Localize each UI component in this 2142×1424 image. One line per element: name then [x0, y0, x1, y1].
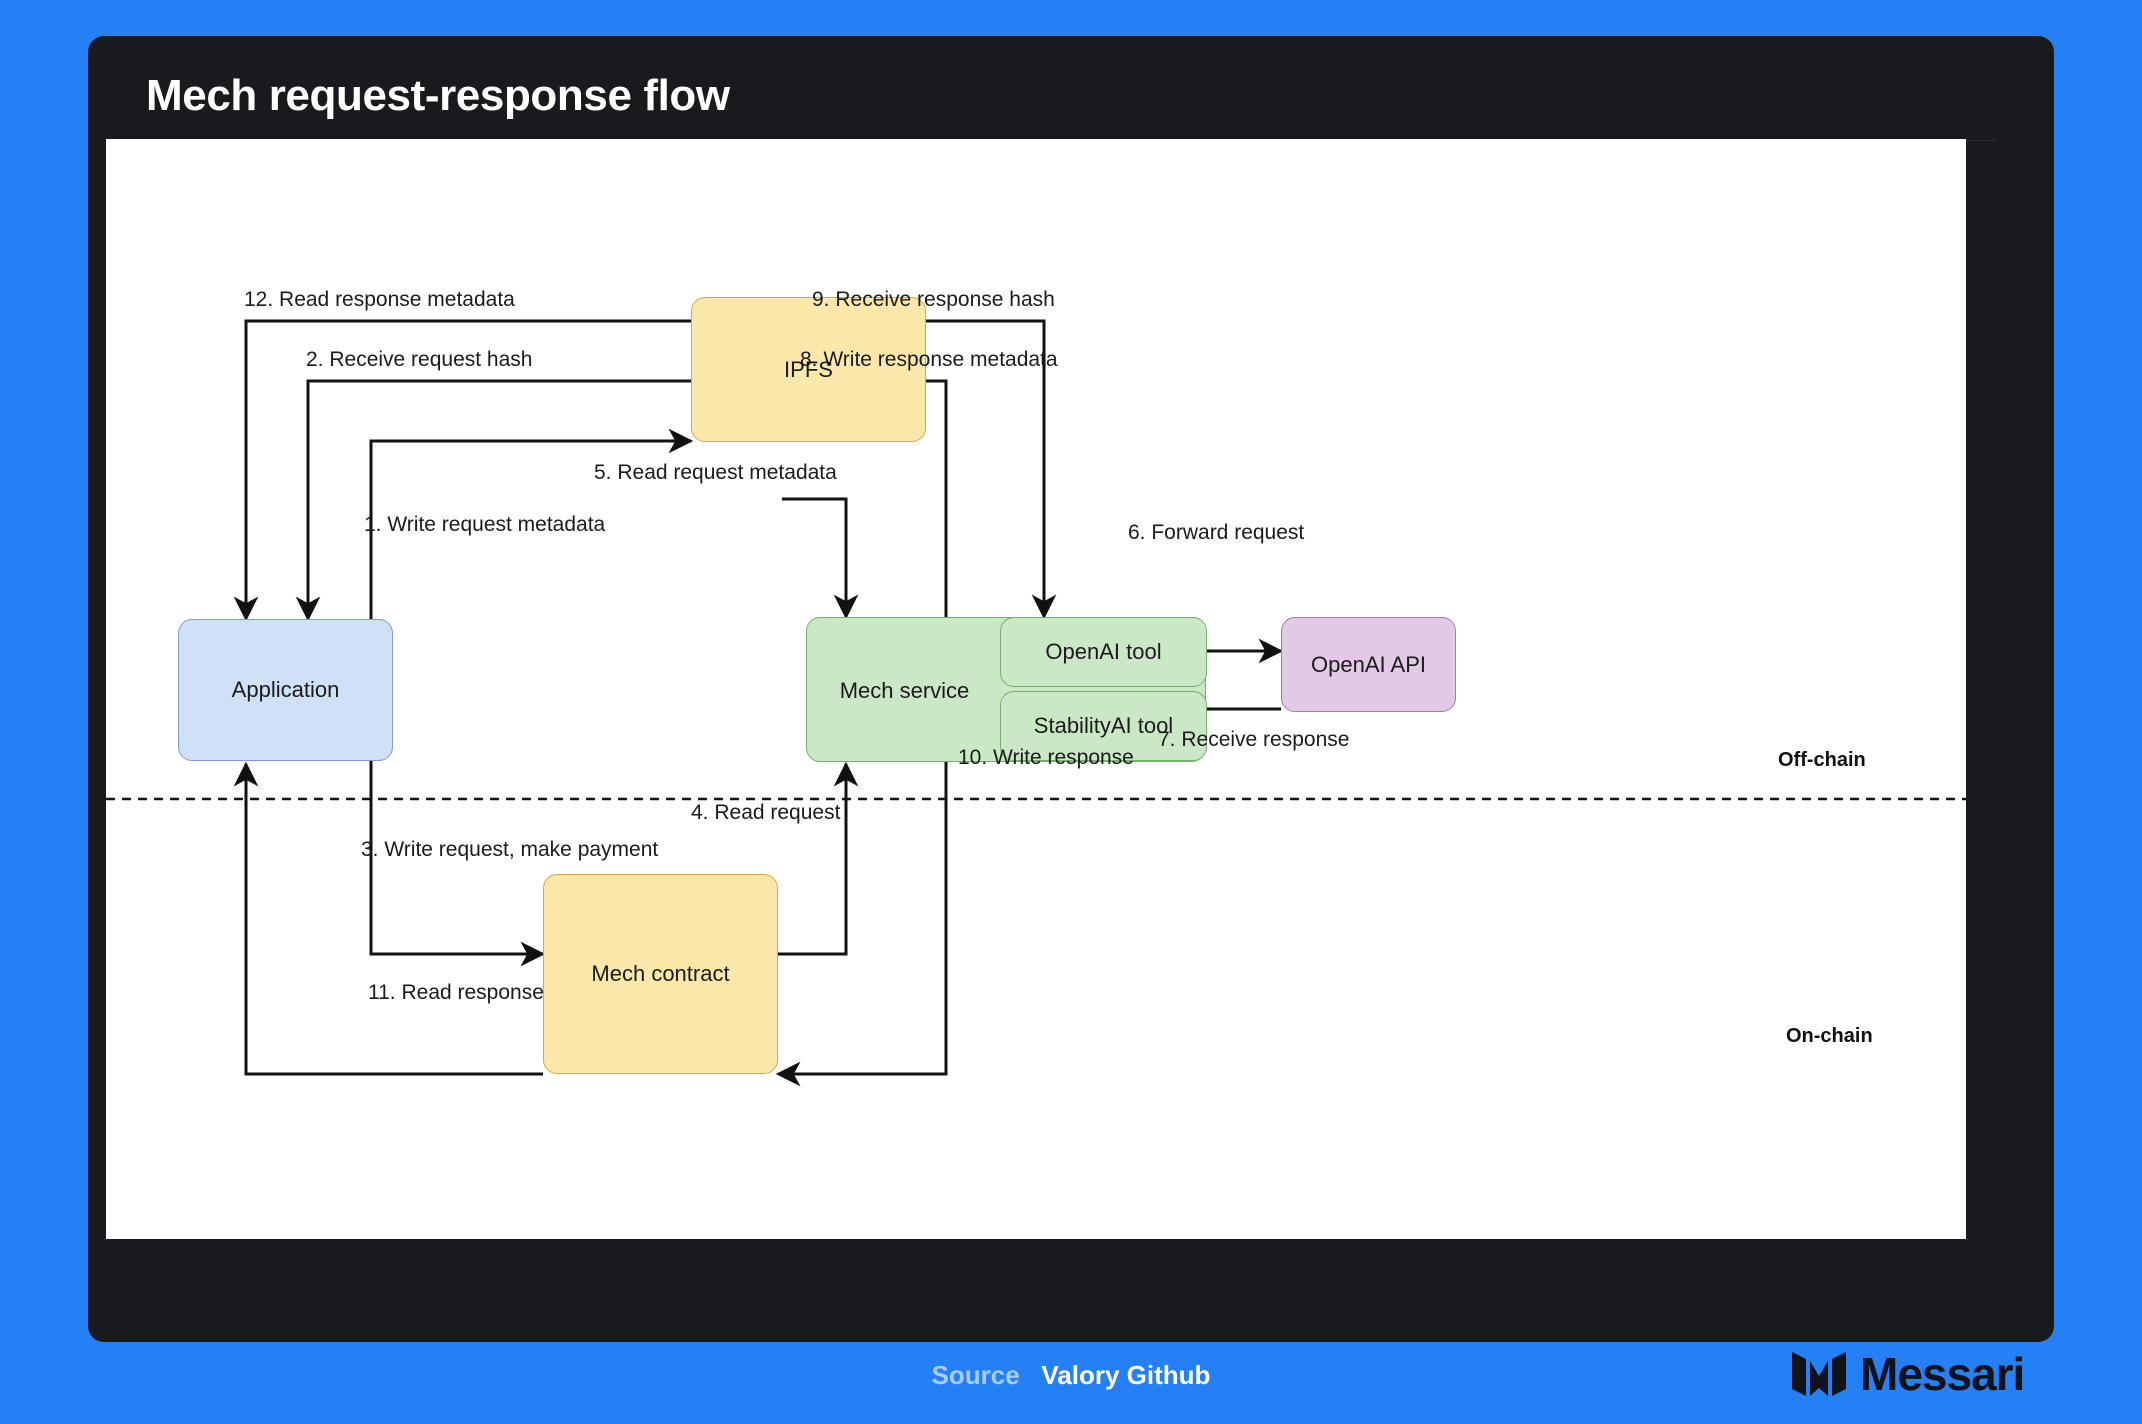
source-attribution: Source Valory Github: [0, 1360, 2142, 1391]
edge-label-12: 12. Read response metadata: [244, 288, 515, 311]
edge-1-path: [369, 428, 694, 639]
node-openai-api[interactable]: OpenAI API: [1281, 617, 1456, 712]
edge-5-path: [782, 497, 859, 620]
diagram-card: Mech request-response flow: [88, 36, 2054, 1342]
edge-label-5: 5. Read request metadata: [594, 461, 837, 484]
node-application[interactable]: Application: [178, 619, 393, 761]
node-openai-tool[interactable]: OpenAI tool: [1000, 617, 1207, 687]
node-openai-tool-label: OpenAI tool: [1045, 639, 1162, 664]
messari-logo-icon: [1792, 1352, 1846, 1396]
edge-label-11: 11. Read response: [368, 981, 544, 1004]
node-openai-api-label: OpenAI API: [1311, 651, 1426, 677]
edge-12-path: [233, 319, 696, 622]
node-mech-service-label: Mech service: [839, 677, 970, 703]
node-stabilityai-tool-label: StabilityAI tool: [1033, 713, 1174, 738]
node-stabilityai-tool[interactable]: StabilityAI tool: [1000, 691, 1207, 761]
source-name: Valory Github: [1041, 1360, 1211, 1390]
messari-brand: Messari: [1790, 1348, 2025, 1400]
edge-3-path: [369, 759, 546, 967]
node-application-label: Application: [231, 677, 340, 702]
edge-label-8: 8. Write response metadata: [800, 348, 1058, 371]
node-mech-contract[interactable]: Mech contract: [543, 874, 778, 1074]
edge-11-path: [233, 761, 543, 1076]
edge-4-path: [773, 761, 859, 956]
edge-label-6: 6. Forward request: [1128, 521, 1305, 544]
edge-label-10: 10. Write response: [958, 746, 1134, 769]
zone-label-on-chain: On-chain: [1786, 1025, 1873, 1047]
node-ipfs[interactable]: IPFS: [691, 297, 926, 442]
edge-label-9: 9. Receive response hash: [812, 288, 1055, 311]
zone-label-off-chain: Off-chain: [1778, 749, 1866, 771]
page-title: Mech request-response flow: [146, 71, 730, 120]
source-label: Source: [931, 1360, 1020, 1390]
node-ipfs-label: IPFS: [784, 356, 833, 382]
edge-label-2: 2. Receive request hash: [306, 348, 533, 371]
node-mech-contract-label: Mech contract: [591, 961, 730, 986]
diagram-canvas: Application IPFS Mech service OpenAI too…: [106, 139, 1966, 1239]
edge-label-3: 3. Write request, make payment: [361, 838, 659, 861]
edge-2-path: [295, 379, 696, 622]
edge-label-7: 7. Receive response: [1158, 728, 1350, 751]
edge-10-path: [775, 759, 948, 1087]
footer: Source Valory Github Messari: [0, 1342, 2142, 1424]
edge-label-1: 1. Write request metadata: [364, 513, 606, 536]
messari-wordmark: Messari: [1860, 1348, 2025, 1400]
source-spacer: [1027, 1360, 1034, 1390]
edge-label-4: 4. Read request: [691, 801, 841, 824]
